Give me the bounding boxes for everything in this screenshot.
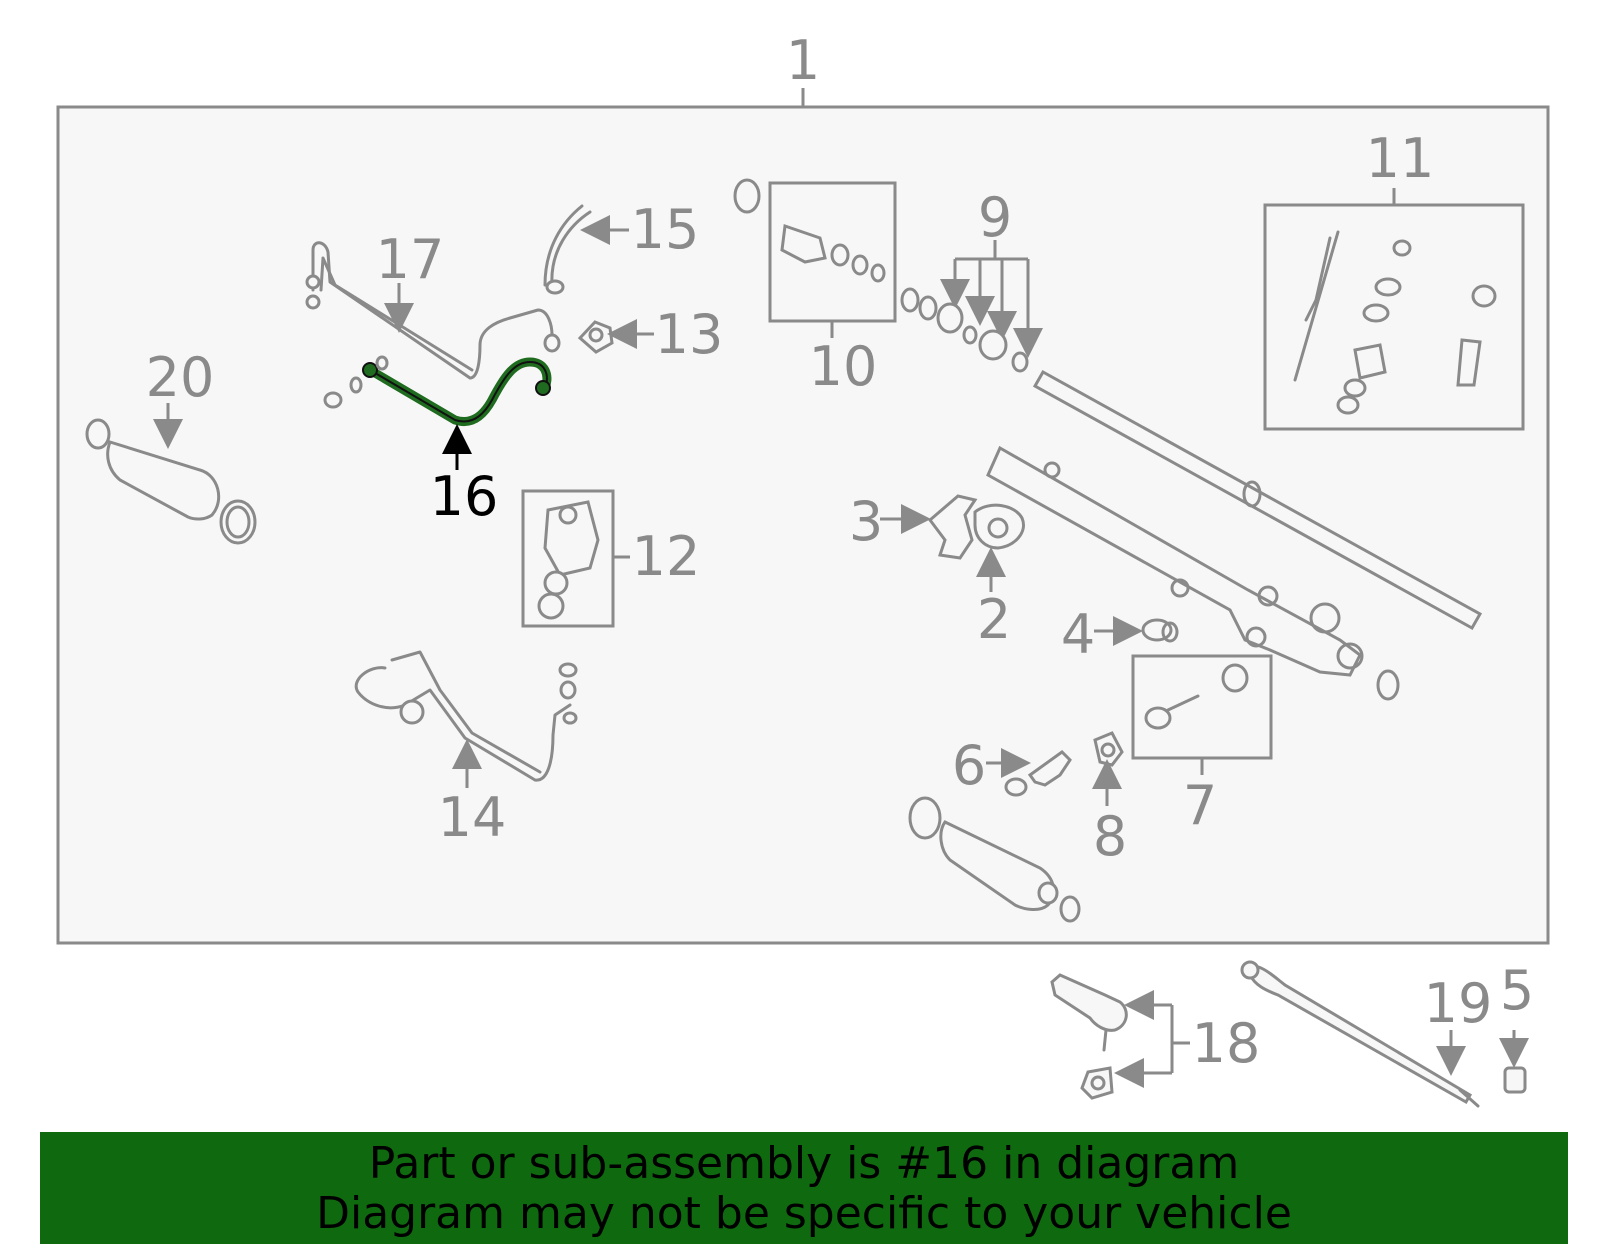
banner-line-1: Part or sub-assembly is #16 in diagram [368,1138,1240,1189]
callout-18: 18 [1192,1012,1261,1075]
part-17-return-line [305,241,561,380]
part-14-line [354,650,578,782]
part-20-boot-left [85,418,257,545]
callout-17: 17 [376,228,445,291]
callout-3: 3 [849,490,883,553]
part-9-seals [900,287,1029,373]
callout-19: 19 [1424,972,1493,1035]
callout-8: 8 [1093,805,1127,868]
callout-7: 7 [1183,774,1217,837]
part-2-bushing [973,503,1025,550]
part-5-nut [1503,1066,1527,1094]
callout-20: 20 [146,346,215,409]
callout-4: 4 [1061,603,1095,666]
part-16-pressure-line [323,355,552,427]
callout-12: 12 [632,525,701,588]
callout-leaders [153,215,1529,1088]
part-3-bracket [927,494,978,560]
part-18-tie-rod-end [1050,973,1128,1100]
banner-line-2: Diagram may not be specific to your vehi… [316,1188,1292,1239]
callout-5: 5 [1500,959,1534,1022]
callout-6: 6 [952,734,986,797]
info-banner: Part or sub-assembly is #16 in diagram D… [40,1132,1568,1244]
callout-13: 13 [655,303,724,366]
callout-2: 2 [977,588,1011,651]
callout-14: 14 [438,786,507,849]
callout-10: 10 [809,335,878,398]
callout-15: 15 [631,198,700,261]
part-11-kit [1293,230,1497,415]
callout-11: 11 [1366,127,1435,190]
part-4-plug [1141,618,1179,643]
callout-9-leaders [940,240,1043,358]
part-6-fitting [1004,750,1072,797]
boot-right [908,669,1400,923]
callout-9: 9 [978,186,1012,249]
part-12-housing [537,500,600,620]
part-19-inner-tie-rod [1240,960,1480,1108]
part-8-seal [1093,731,1124,767]
rack-shaft [1032,369,1483,631]
callout-1: 1 [786,29,820,92]
part-10-valve-parts [733,178,886,283]
steering-rack-housing [986,445,1364,677]
part-7-valve-kit [1144,663,1249,730]
callout-16: 16 [430,465,499,528]
